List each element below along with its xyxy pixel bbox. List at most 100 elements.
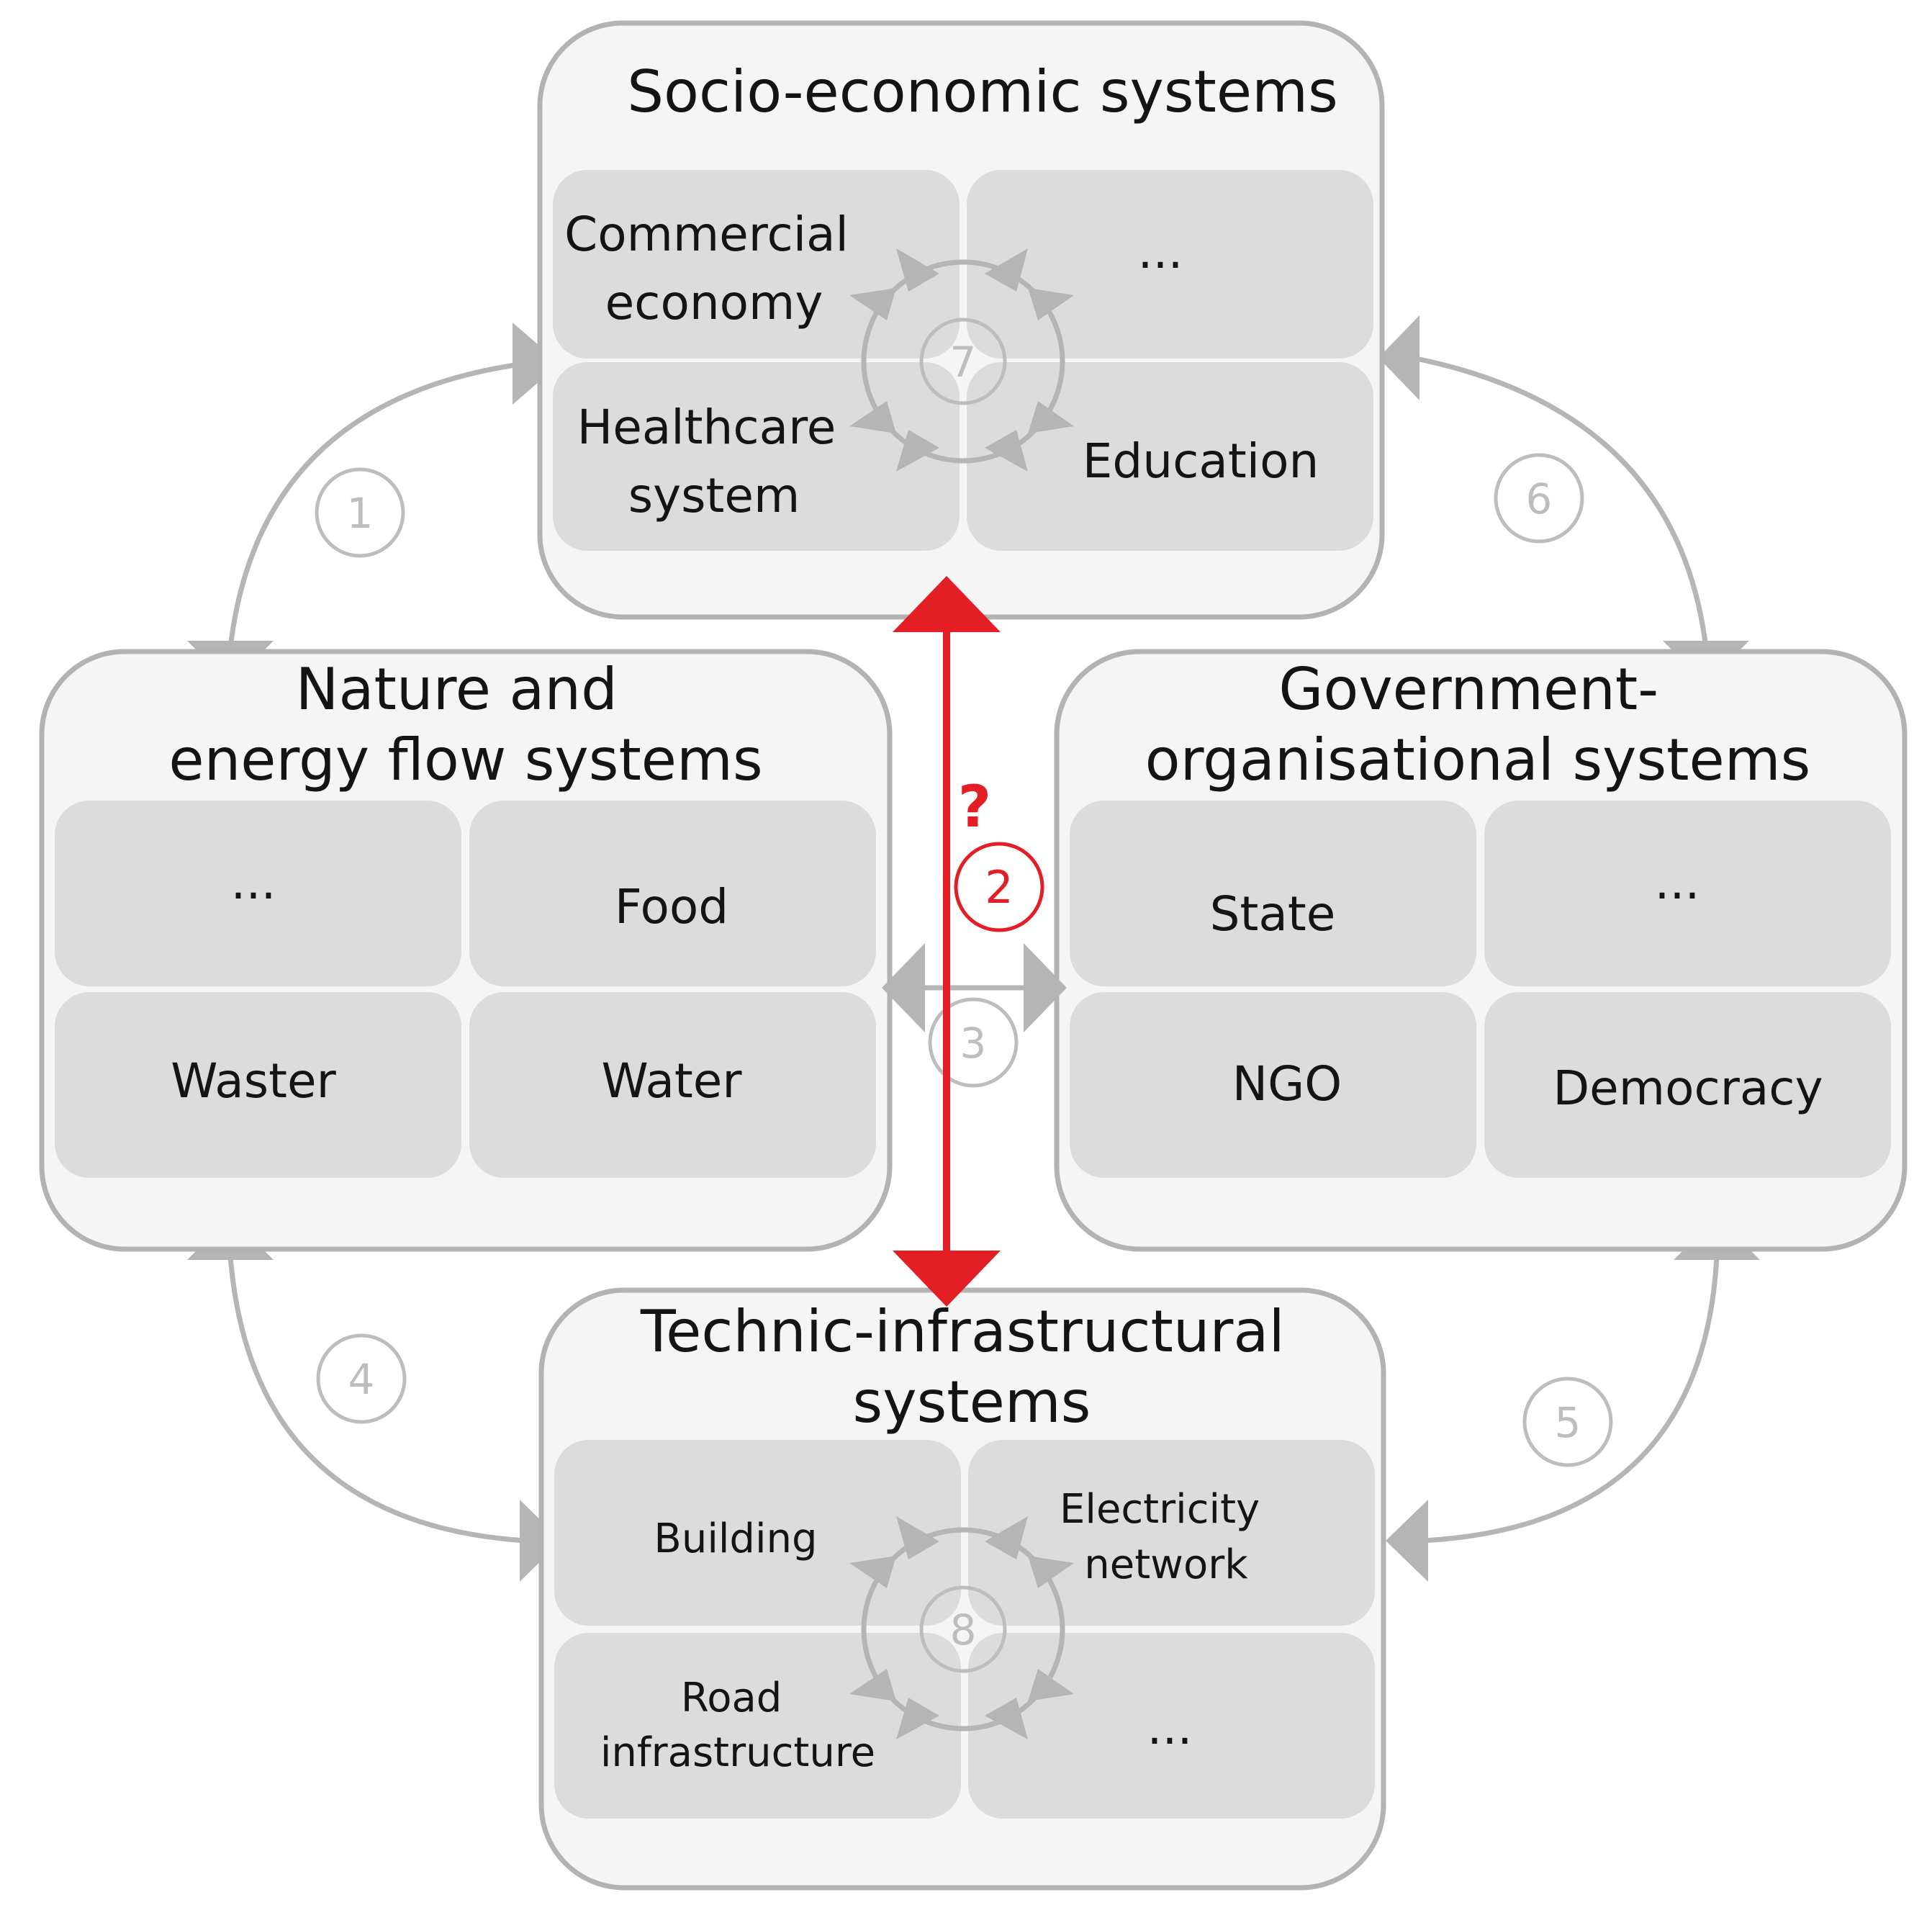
cell-technic-ellipsis: [968, 1633, 1375, 1819]
cycle-8-ring: [861, 1527, 1065, 1731]
cycle-8-arrow-es: [1028, 1669, 1074, 1701]
link-3-badge: [928, 997, 1019, 1088]
cell-commercial-economy: [553, 170, 960, 359]
group-nature-energy: Nature and energy flow systems ... Food …: [39, 649, 893, 1252]
water-line: Water: [601, 1053, 742, 1109]
cycle-8-number: 8: [950, 1605, 977, 1654]
healthcare-system-label: Healthcare system: [577, 400, 852, 523]
cell-ngo: [1070, 992, 1476, 1178]
government-organisational-title: Government- organisational systems: [1145, 656, 1811, 793]
link-2-badge: [954, 842, 1044, 932]
technic-infrastructural-title: Technic-infrastructural systems: [640, 1298, 1303, 1436]
nature-ellipsis-label: ...: [231, 855, 276, 910]
link-6-badge: [1494, 453, 1584, 544]
link-1-number: 1: [347, 489, 374, 538]
cycle-8-arrow-sw: [896, 1698, 939, 1739]
cycle-7-number: 7: [950, 338, 977, 387]
arrowhead-3-to-government: [1024, 943, 1067, 1032]
cell-democracy: [1484, 992, 1891, 1178]
technic-title-line-2: systems: [853, 1369, 1091, 1436]
arrowhead-6-to-socio: [1378, 315, 1419, 400]
link-4-number-text: 4: [348, 1355, 375, 1404]
electricity-network-label: Electricity network: [1060, 1486, 1273, 1588]
commercial-economy-label: Commercial economy: [564, 207, 864, 330]
link-arc-1: [227, 361, 526, 649]
electricity-line-1: Electricity: [1060, 1486, 1260, 1533]
cycle-8-badge: [919, 1585, 1007, 1673]
socio-economic-title: Socio-economic systems: [627, 58, 1338, 125]
cycle-7-arrow-es: [1028, 401, 1074, 433]
healthcare-line-2: system: [628, 468, 800, 523]
road-line-2: infrastructure: [600, 1729, 875, 1776]
government-ellipsis-line: ...: [1655, 855, 1700, 910]
cycle-7-arrow-se: [985, 430, 1028, 472]
cell-food: [469, 801, 876, 986]
link-arc-5: [1421, 1256, 1720, 1544]
group-government-organisational: Government- organisational systems State…: [1054, 649, 1908, 1252]
link-4-badge: [316, 1333, 407, 1424]
road-infrastructure-label: Road infrastructure: [600, 1675, 875, 1776]
cell-electricity-network: [968, 1440, 1375, 1626]
link-2-number-text: 2: [985, 861, 1013, 914]
link-6-number-text: 6: [1526, 474, 1553, 523]
cycle-8-arrow-nw: [896, 1516, 939, 1559]
link-6-number: 6: [1526, 474, 1553, 523]
internal-cycle-7: 7: [849, 248, 1074, 472]
nature-title-line-2: energy flow systems: [168, 726, 762, 793]
socio-economic-title-line: Socio-economic systems: [627, 58, 1338, 125]
cycle-8-arrow-se: [985, 1698, 1028, 1739]
government-ellipsis-label: ...: [1655, 855, 1700, 910]
socio-ellipsis-label: ...: [1138, 224, 1183, 279]
cell-nature-ellipsis: [55, 801, 461, 986]
link-arc-6: [1412, 355, 1709, 649]
question-mark-text: ?: [958, 773, 991, 840]
cycle-7-number-text: 7: [950, 338, 977, 387]
healthcare-line-1: Healthcare: [577, 400, 836, 455]
cycle-7-ring: [861, 259, 1065, 464]
link-3-number: 3: [960, 1019, 987, 1068]
cell-healthcare-system: [553, 362, 960, 551]
arrowhead-2-to-technic: [893, 1251, 1001, 1307]
technic-ellipsis-line: ...: [1147, 1700, 1193, 1755]
link-5-number: 5: [1555, 1398, 1581, 1447]
link-1-badge: [315, 467, 405, 558]
cycle-7-arrow-ws: [849, 401, 896, 433]
cycle-7-badge: [919, 318, 1007, 405]
food-label: Food: [615, 879, 728, 935]
link-1-number-text: 1: [347, 489, 374, 538]
socio-ellipsis-line: ...: [1138, 224, 1183, 279]
cycle-8-arrow-wn: [849, 1556, 896, 1588]
cycle-7-arrow-nw: [896, 248, 939, 292]
nature-energy-title: Nature and energy flow systems: [168, 656, 762, 793]
cycle-7-arrow-sw: [896, 430, 939, 472]
cell-road-infrastructure: [554, 1633, 961, 1819]
technic-title-line-1: Technic-infrastructural: [640, 1298, 1285, 1365]
link-5-badge: [1522, 1377, 1613, 1467]
cell-government-ellipsis: [1484, 801, 1891, 986]
commercial-economy-line-1: Commercial: [564, 207, 849, 262]
cell-education: [967, 362, 1373, 551]
state-label: State: [1210, 886, 1336, 942]
commercial-economy-line-2: economy: [605, 275, 823, 330]
cell-water: [469, 992, 876, 1178]
education-line: Education: [1083, 433, 1319, 489]
democracy-line: Democracy: [1553, 1060, 1823, 1116]
link-arc-4: [227, 1256, 526, 1544]
ngo-line: NGO: [1232, 1056, 1342, 1112]
road-line-1: Road: [681, 1675, 782, 1721]
technic-ellipsis-label: ...: [1147, 1700, 1193, 1755]
cycle-7-arrow-en: [1028, 288, 1074, 320]
link-3-number-text: 3: [960, 1019, 987, 1068]
democracy-label: Democracy: [1553, 1060, 1823, 1116]
link-4-number: 4: [348, 1355, 375, 1404]
government-title-line-2: organisational systems: [1145, 726, 1811, 793]
cycle-8-arrow-ne: [985, 1516, 1028, 1559]
arrowhead-3-to-nature: [882, 943, 925, 1032]
question-mark: ?: [958, 773, 991, 840]
cell-state: [1070, 801, 1476, 986]
cycle-8-number-text: 8: [950, 1605, 977, 1654]
building-line: Building: [654, 1516, 817, 1562]
link-2-number: 2: [985, 861, 1013, 914]
link-2-socio-technic: ? 2: [893, 576, 1044, 1307]
